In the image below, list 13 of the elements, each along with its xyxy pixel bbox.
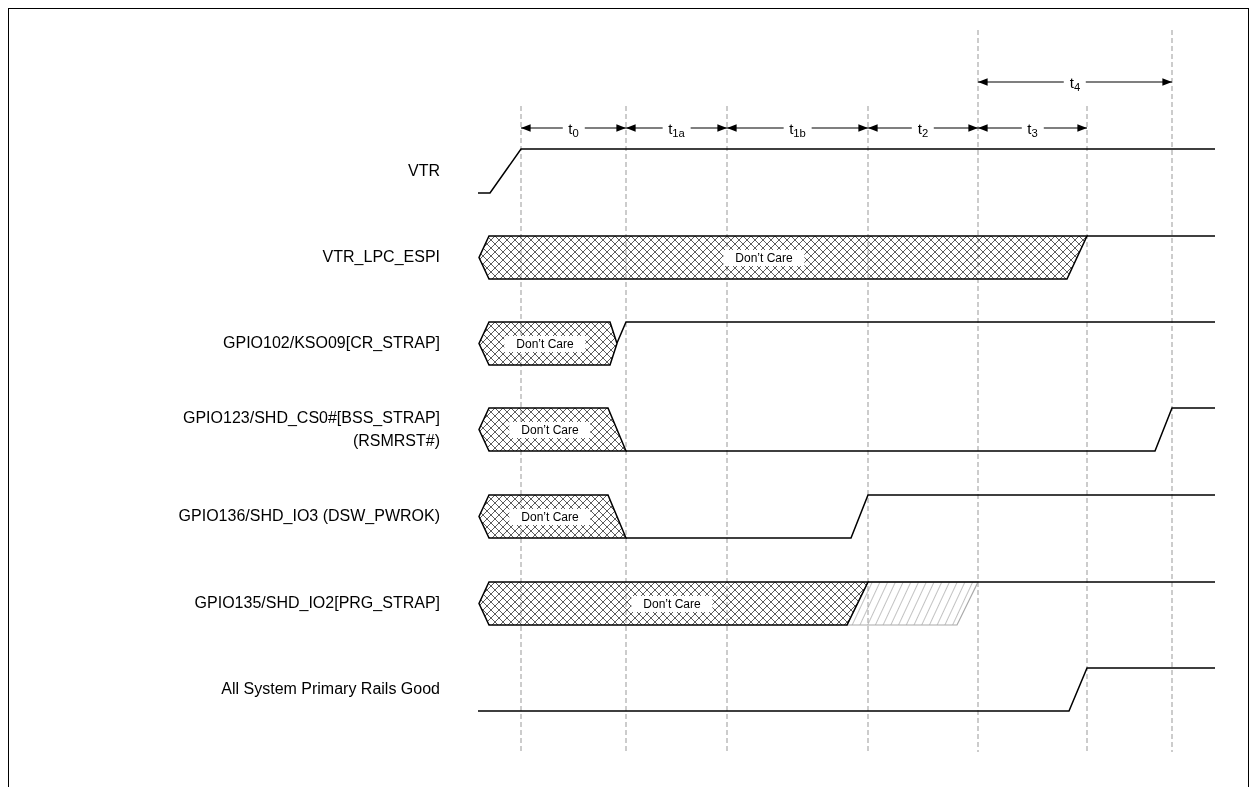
signal-name: GPIO102/KSO09[CR_STRAP] [223,335,440,351]
signal-name: VTR_LPC_ESPI [322,249,440,265]
signal-name: GPIO123/SHD_CS0#[BSS_STRAP] [183,410,440,426]
dont-care-region [479,236,1087,279]
signal-name: (RSMRST#) [352,433,440,449]
signal-name: VTR [408,163,440,179]
dont-care-region [479,408,626,451]
dont-care-region [479,582,868,625]
signal-name: GPIO135/SHD_IO2[PRG_STRAP] [194,595,440,611]
dont-care-region [479,322,617,365]
signal-name: GPIO136/SHD_IO3 (DSW_PWROK) [178,508,440,524]
dont-care-region [479,495,626,538]
signal-name: All System Primary Rails Good [221,681,440,697]
